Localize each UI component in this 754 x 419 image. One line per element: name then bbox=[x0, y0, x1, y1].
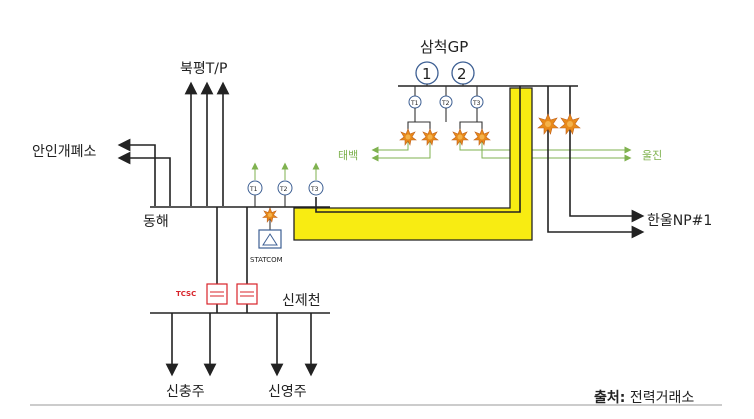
hanul-line-1 bbox=[547, 86, 645, 239]
sinyeongju-label: 신영주 bbox=[268, 384, 307, 400]
donghae-transformer-t3-icon bbox=[308, 180, 324, 196]
donghae-transformer-t2-icon bbox=[277, 180, 293, 196]
fault-burst-icon bbox=[473, 128, 491, 146]
anin-label: 안인개폐소 bbox=[32, 144, 97, 160]
fault-burst-icon bbox=[262, 207, 278, 223]
tcsc-label: TCSC bbox=[176, 290, 196, 298]
statcom-triangle-icon bbox=[262, 233, 278, 246]
source-note: 출처: 전력거래소 bbox=[594, 389, 694, 406]
uljin-line-1 bbox=[459, 140, 632, 154]
source-text: 전력거래소 bbox=[625, 390, 694, 406]
dh-t3-label: T3 bbox=[310, 186, 319, 193]
samcheok-gp-label: 삼척GP bbox=[420, 38, 468, 56]
statcom-label: STATCOM bbox=[250, 256, 283, 264]
donghae-label: 동해 bbox=[143, 214, 169, 230]
fault-burst-icon bbox=[537, 113, 559, 135]
sinchungju-label: 신충주 bbox=[166, 384, 205, 400]
anin-line-2 bbox=[117, 151, 171, 206]
tcsc-unit-icon bbox=[206, 283, 228, 305]
source-colon: : bbox=[620, 390, 626, 406]
generator-unit-1-label: 1 bbox=[422, 65, 432, 83]
gp-branch-left bbox=[407, 108, 431, 135]
fault-burst-icon bbox=[559, 113, 581, 135]
fault-burst-icon bbox=[399, 128, 417, 146]
gp-t1-label: T1 bbox=[410, 100, 419, 107]
sinjecheon-label: 신제천 bbox=[282, 293, 321, 309]
donghae-transformer-t1-icon bbox=[247, 180, 263, 196]
gp-branch-right bbox=[459, 108, 483, 135]
donghae-to-samcheok-line bbox=[315, 86, 521, 213]
gp-t2-label: T2 bbox=[441, 100, 450, 107]
taebaek-line-2 bbox=[371, 140, 431, 162]
fault-burst-icon bbox=[451, 128, 469, 146]
highlighted-transmission-path bbox=[293, 87, 533, 241]
bukpyeong-label: 북평T/P bbox=[180, 61, 227, 77]
taebaek-label: 태백 bbox=[338, 149, 358, 162]
source-prefix: 출처 bbox=[594, 389, 620, 406]
tcsc-unit-icon bbox=[236, 283, 258, 305]
uljin-line-2 bbox=[481, 140, 632, 162]
uljin-label: 울진 bbox=[642, 149, 662, 162]
taebaek-line-1 bbox=[371, 140, 409, 154]
anin-line-1 bbox=[117, 138, 156, 206]
hanul-label: 한울NP#1 bbox=[647, 213, 712, 229]
dh-t2-label: T2 bbox=[279, 186, 288, 193]
hanul-line-2 bbox=[569, 86, 645, 223]
fault-burst-icon bbox=[421, 128, 439, 146]
dh-t1-label: T1 bbox=[249, 186, 258, 193]
gp-t3-label: T3 bbox=[472, 100, 481, 107]
generator-unit-2-label: 2 bbox=[457, 65, 467, 83]
